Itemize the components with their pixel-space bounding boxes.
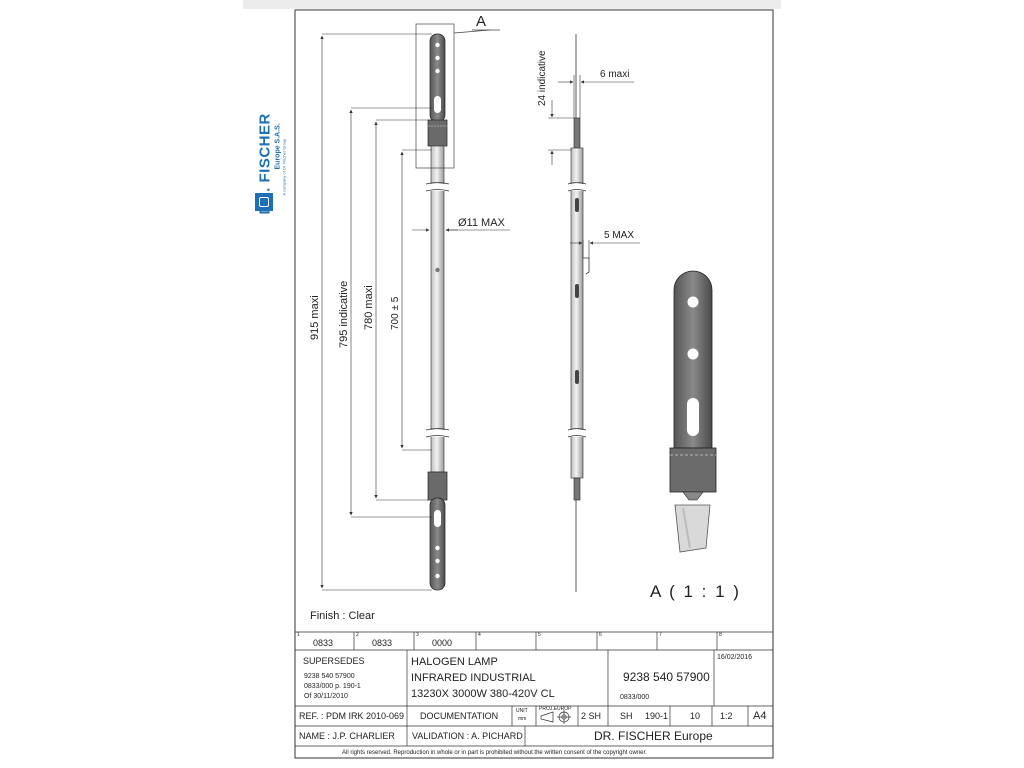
dim-tolerance: 700 ± 5 — [390, 296, 401, 330]
col-number: 5 — [538, 632, 541, 638]
supersedes-title: SUPERSEDES — [303, 656, 365, 666]
sh-label: SH — [620, 711, 633, 721]
date: 16/02/2016 — [717, 654, 753, 661]
col-number: 7 — [659, 632, 662, 638]
sheet-border — [294, 9, 774, 759]
rev-cell: 0000 — [432, 638, 453, 648]
supersedes-line: Of 30/11/2010 — [304, 693, 348, 700]
part-sub: 0833/000 — [620, 694, 650, 701]
lamp-front-view — [415, 23, 500, 591]
dim-overall: 915 maxi — [309, 295, 321, 340]
unit-value: mm — [518, 716, 527, 722]
col-number: 2 — [356, 632, 359, 638]
col-number: 8 — [719, 632, 722, 638]
company-logo: DR. FISCHER Europe S.A.S. A company of D… — [244, 74, 294, 224]
projection-label: PROJ.EUROP — [539, 706, 572, 712]
reference: REF. : PDM IRK 2010-069 — [299, 711, 405, 721]
finish-label: Finish : Clear — [310, 610, 375, 622]
detail-marker: A — [476, 13, 486, 30]
supersedes-line: 0833/000 p. 190-1 — [304, 683, 361, 690]
logo-tagline: A company of Dr. Fischer Group — [281, 138, 287, 196]
format: A4 — [753, 710, 767, 722]
dim-maxi: 780 maxi — [363, 285, 375, 330]
projection-symbol-icon — [540, 710, 571, 724]
rev-cell: 0833 — [372, 638, 393, 648]
logo-subtitle: Europe S.A.S. — [274, 123, 282, 170]
dim-indicative: 795 indicative — [338, 281, 350, 348]
dim-diameter: Ø11 MAX — [458, 217, 506, 229]
title-block-lines — [295, 631, 773, 747]
description-line: HALOGEN LAMP — [411, 656, 498, 668]
front-dimensions — [320, 33, 510, 591]
col-number: 6 — [599, 632, 602, 638]
description-line: 13230X 3000W 380-420V CL — [411, 688, 555, 700]
col-number: 3 — [416, 632, 419, 638]
part-number: 9238 540 57900 — [623, 670, 710, 684]
sh-value: 190-1 — [645, 711, 669, 721]
rev-cell: 0833 — [313, 638, 334, 648]
validation: VALIDATION : A. PICHARD — [412, 731, 523, 741]
dim-side-offset: 5 MAX — [604, 230, 634, 241]
detail-a-view — [669, 270, 717, 553]
author-name: NAME : J.P. CHARLIER — [299, 731, 395, 741]
detail-a-frame — [415, 23, 455, 169]
copyright-notice: All rights reserved. Reproduction in who… — [342, 750, 647, 756]
documentation-label: DOCUMENTATION — [420, 711, 499, 721]
detail-label: A ( 1 : 1 ) — [650, 582, 741, 601]
side-dimensions — [548, 75, 640, 258]
col-number: 1 — [297, 632, 300, 638]
col-number: 4 — [478, 632, 481, 638]
sheets: 2 SH — [581, 711, 602, 721]
unit-label: UNIT — [516, 708, 528, 714]
supersedes-line: 9238 540 57900 — [304, 673, 355, 680]
company-name: DR. FISCHER Europe — [594, 729, 713, 743]
top-scroll-strip — [243, 0, 781, 9]
dim-side-width: 6 maxi — [600, 69, 629, 80]
sh-num: 10 — [690, 711, 701, 721]
lamp-side-view — [567, 34, 590, 592]
scale: 1:2 — [720, 711, 733, 721]
description-line: INFRARED INDUSTRIAL — [411, 672, 536, 684]
logo-mark-icon — [255, 193, 273, 211]
dim-side-top: 24 indicative — [537, 50, 548, 106]
